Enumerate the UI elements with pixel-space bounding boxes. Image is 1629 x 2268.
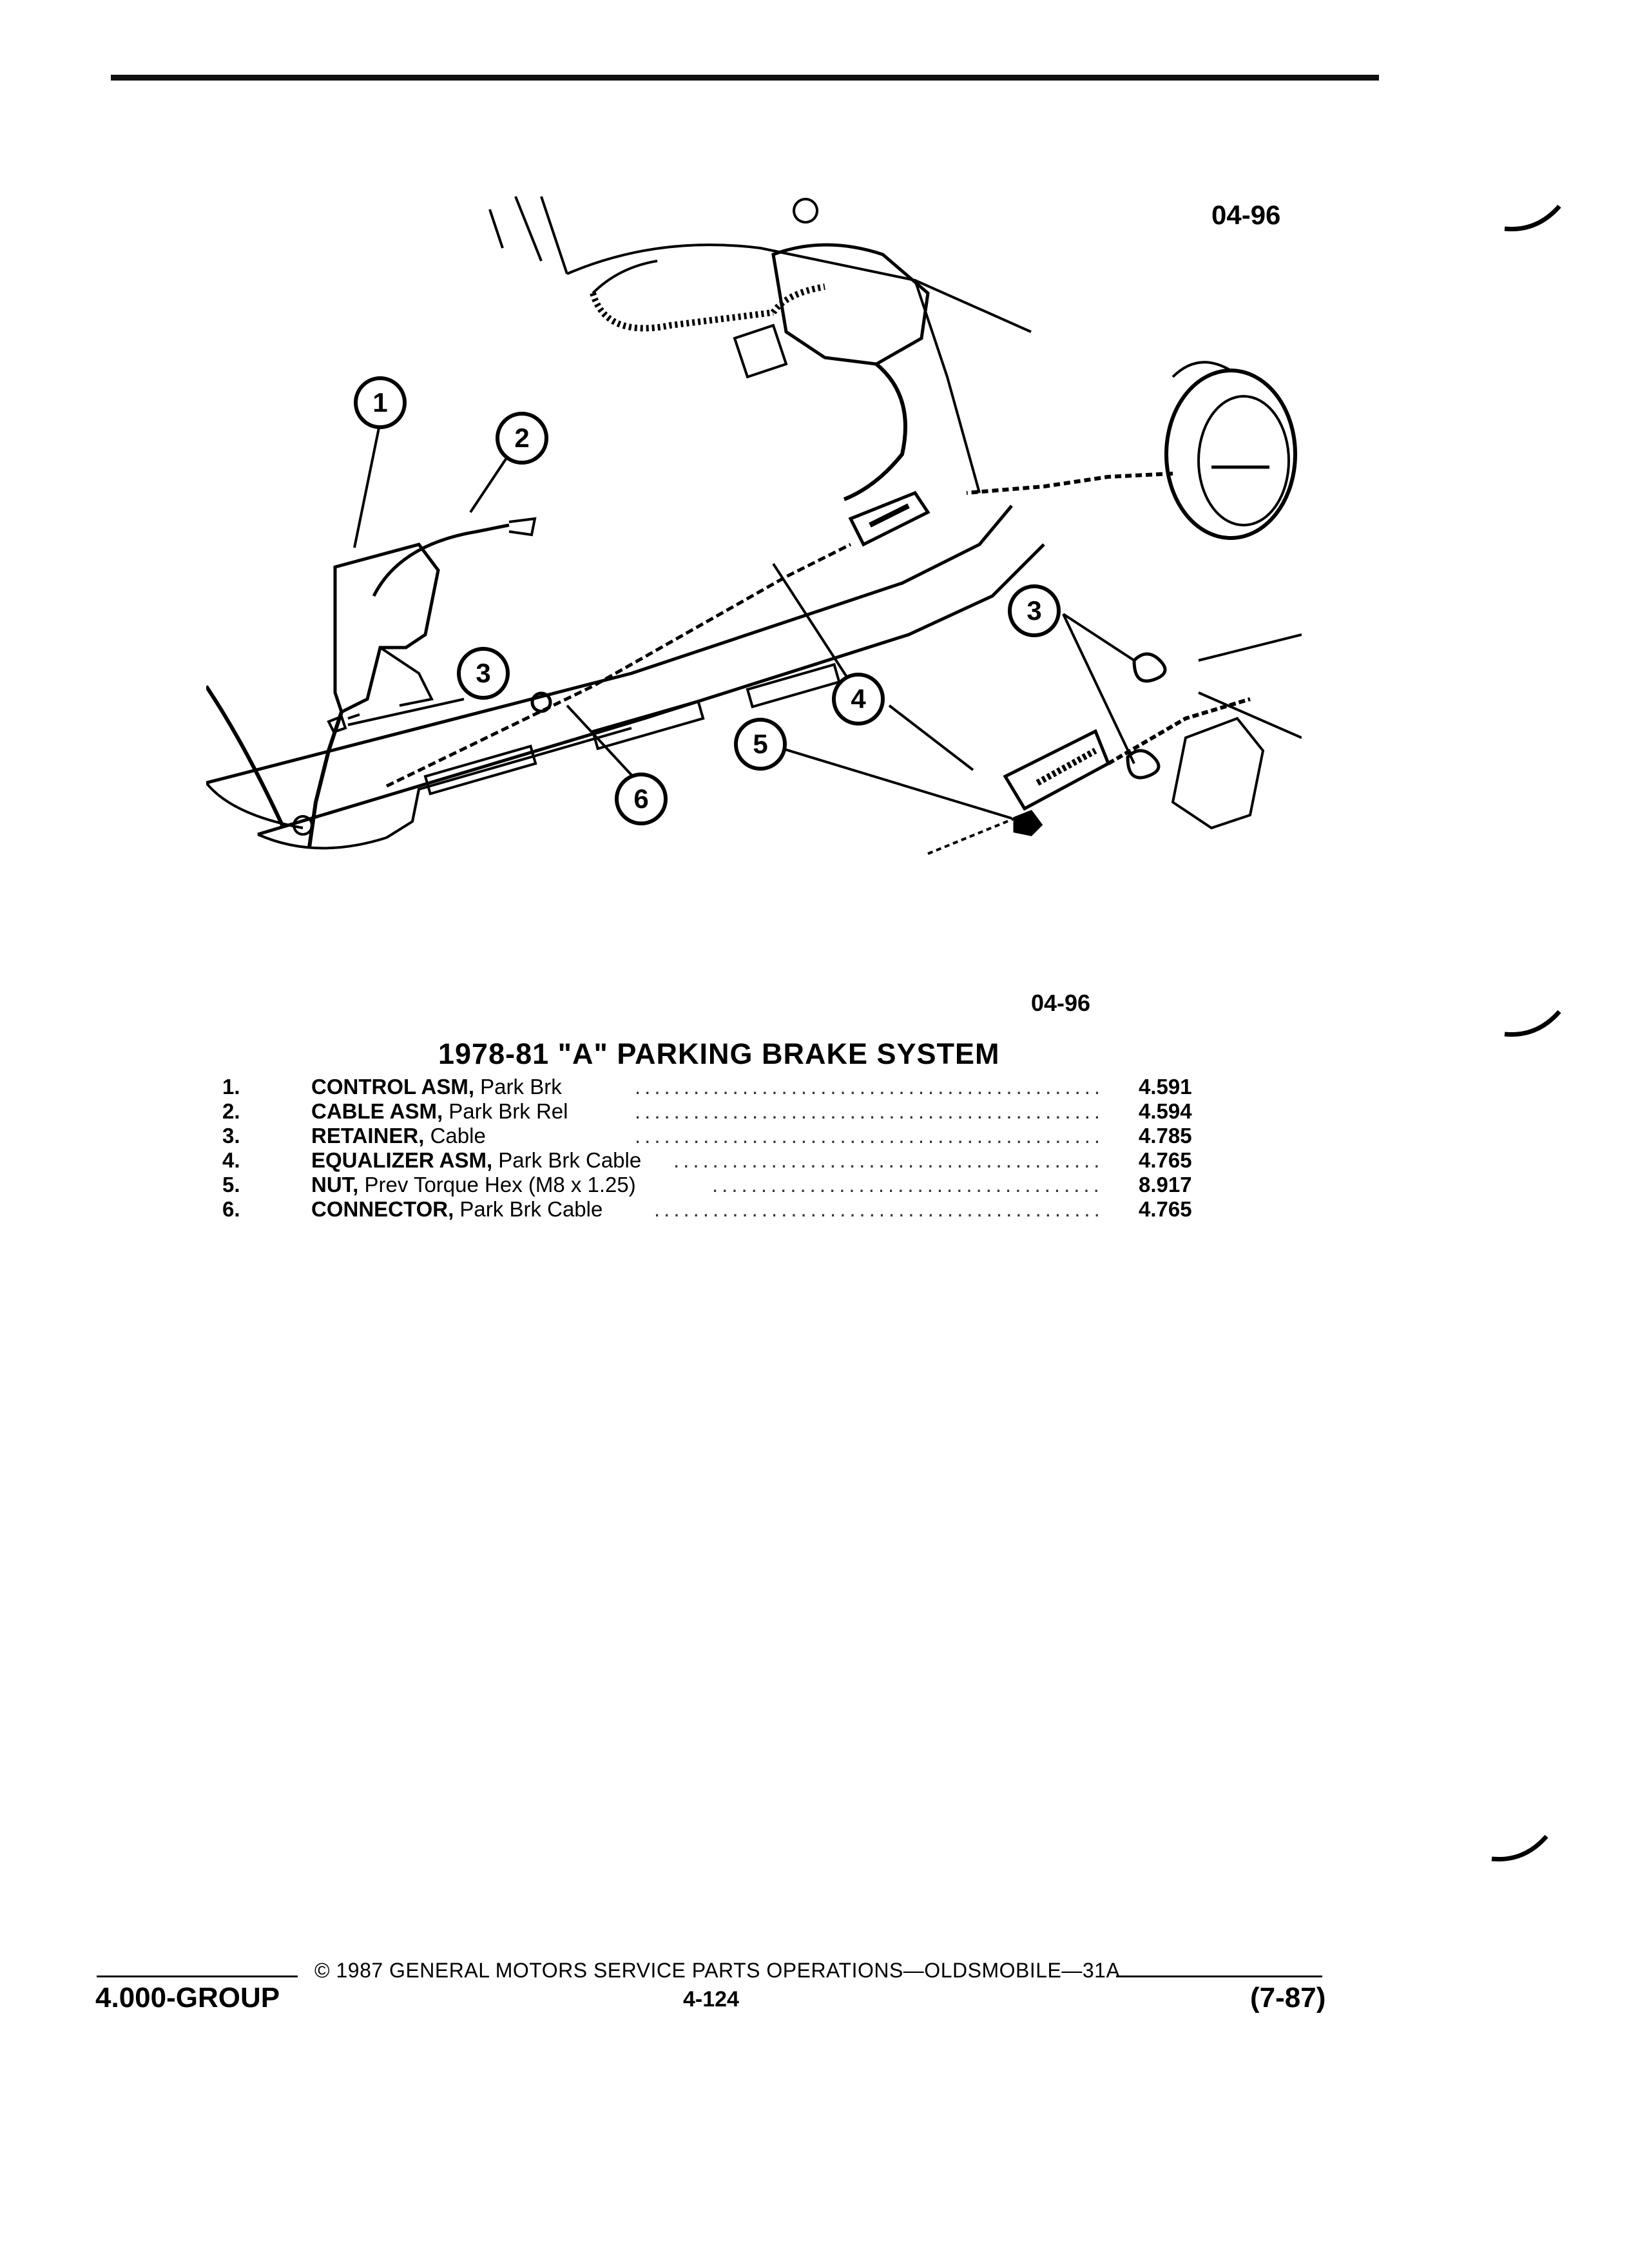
part-description: NUT, Prev Torque Hex (M8 x 1.25) (311, 1173, 636, 1197)
callout-5: 5 (734, 718, 787, 771)
callout-4-label: 4 (851, 684, 866, 714)
callout-3-right-label: 3 (1027, 595, 1041, 626)
footer-rule-right (1116, 1975, 1322, 1977)
part-row: 4. EQUALIZER ASM, Park Brk Cable .......… (222, 1148, 1228, 1173)
part-number: 5. (222, 1173, 240, 1196)
part-code: 8.917 (1139, 1173, 1192, 1196)
part-description: CONTROL ASM, Park Brk (311, 1075, 562, 1099)
part-number: 2. (222, 1099, 240, 1123)
part-description: CONNECTOR, Park Brk Cable (311, 1197, 602, 1222)
leader-dots: ........................................… (673, 1148, 1099, 1172)
parking-brake-illustration: 1 2 3 3 4 5 6 (206, 196, 1302, 855)
part-detail: Cable (424, 1124, 486, 1148)
part-name: CONNECTOR, (311, 1197, 454, 1221)
group-label: 4.000-GROUP (95, 1982, 280, 2013)
part-name: CONTROL ASM, (311, 1075, 474, 1099)
page-title: 1978-81 "A" PARKING BRAKE SYSTEM (438, 1037, 1000, 1070)
part-number: 4. (222, 1148, 240, 1172)
part-code: 4.765 (1139, 1148, 1192, 1172)
part-detail: Park Brk Cable (492, 1148, 642, 1172)
page-number: 4-124 (683, 1987, 739, 2012)
callout-5-label: 5 (753, 729, 767, 759)
binder-mark-middle (1504, 1010, 1561, 1037)
binder-mark-top (1504, 204, 1561, 232)
figure-code-top: 04-96 (1211, 200, 1281, 230)
callout-2: 2 (496, 412, 548, 465)
part-description: CABLE ASM, Park Brk Rel (311, 1099, 568, 1124)
top-rule (111, 75, 1379, 81)
leader-dots: ........................................… (635, 1124, 1099, 1148)
part-detail: Park Brk (474, 1075, 562, 1099)
callout-6: 6 (615, 773, 668, 825)
part-row: 5. NUT, Prev Torque Hex (M8 x 1.25) ....… (222, 1173, 1228, 1197)
part-name: NUT, (311, 1173, 359, 1196)
leader-dots: ........................................… (635, 1099, 1099, 1123)
callout-3-left: 3 (457, 647, 510, 700)
part-row: 2. CABLE ASM, Park Brk Rel .............… (222, 1099, 1228, 1124)
callout-3-right: 3 (1008, 584, 1061, 637)
callout-4: 4 (832, 673, 885, 726)
part-name: CABLE ASM, (311, 1099, 443, 1123)
part-detail: Prev Torque Hex (M8 x 1.25) (358, 1173, 636, 1196)
parts-list: 1. CONTROL ASM, Park Brk ...............… (222, 1075, 1228, 1222)
part-description: RETAINER, Cable (311, 1124, 486, 1148)
leader-dots: ........................................… (712, 1173, 1099, 1196)
part-row: 3. RETAINER, Cable .....................… (222, 1124, 1228, 1148)
binder-mark-bottom (1491, 1834, 1548, 1862)
part-code: 4.591 (1139, 1075, 1192, 1099)
callout-1-label: 1 (372, 387, 387, 418)
part-code: 4.765 (1139, 1197, 1192, 1221)
figure-code-bottom: 04-96 (1031, 990, 1091, 1016)
part-number: 3. (222, 1124, 240, 1148)
callout-1: 1 (354, 376, 407, 429)
part-name: RETAINER, (311, 1124, 425, 1148)
part-detail: Park Brk Rel (443, 1099, 568, 1123)
part-name: EQUALIZER ASM, (311, 1148, 493, 1172)
footer-copyright: © 1987 GENERAL MOTORS SERVICE PARTS OPER… (314, 1959, 1121, 1982)
part-number: 6. (222, 1197, 240, 1221)
footer-rule-left (97, 1975, 298, 1977)
part-row: 1. CONTROL ASM, Park Brk ...............… (222, 1075, 1228, 1099)
part-code: 4.785 (1139, 1124, 1192, 1148)
part-row: 6. CONNECTOR, Park Brk Cable ...........… (222, 1197, 1228, 1222)
part-description: EQUALIZER ASM, Park Brk Cable (311, 1148, 641, 1173)
callout-2-label: 2 (514, 423, 529, 453)
part-detail: Park Brk Cable (454, 1197, 603, 1221)
part-number: 1. (222, 1075, 240, 1099)
leader-dots: ........................................… (635, 1075, 1099, 1099)
callout-3-left-label: 3 (476, 658, 490, 688)
revision-date: (7-87) (1250, 1982, 1326, 2013)
part-code: 4.594 (1139, 1099, 1192, 1123)
leader-dots: ........................................… (654, 1197, 1099, 1221)
callout-6-label: 6 (633, 783, 648, 814)
